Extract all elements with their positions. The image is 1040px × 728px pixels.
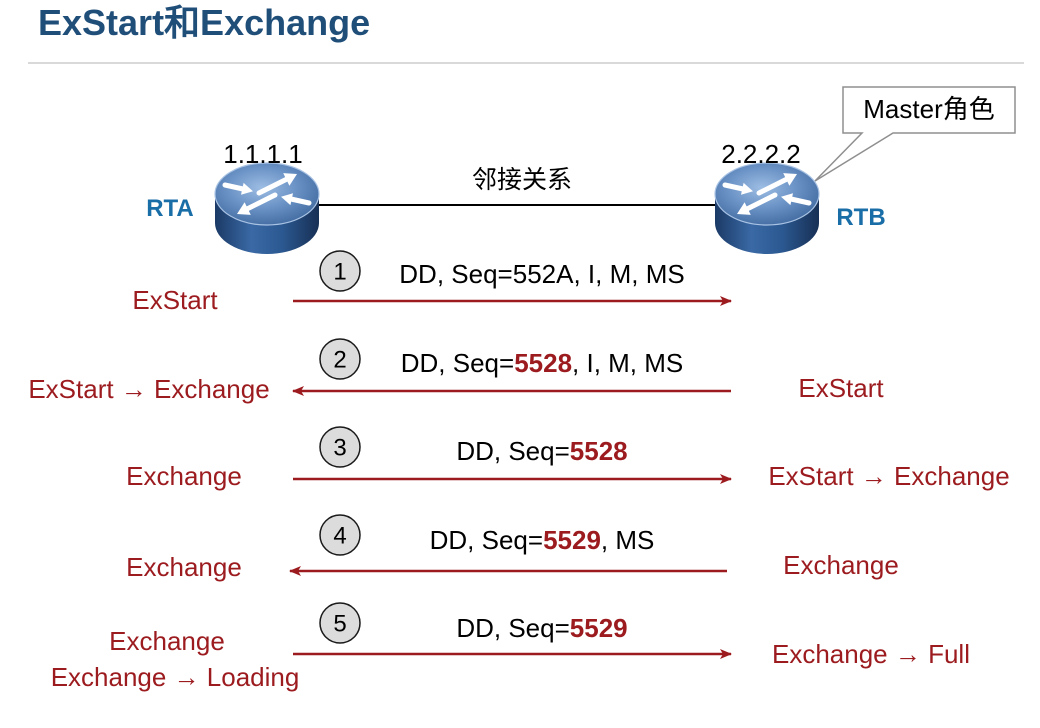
adjacency-label: 邻接关系 [471, 166, 572, 194]
rta-state-step-3: Exchange [126, 461, 242, 491]
dd-seq-number: 5529 [569, 613, 628, 643]
dd-message-prefix: DD, Seq= [400, 348, 515, 378]
dd-message-step-3: DD, Seq=5528 [342, 433, 742, 469]
rtb-router-icon [713, 161, 821, 257]
dd-seq-number: 5528 [514, 348, 573, 378]
dd-seq-number: 5528 [569, 436, 628, 466]
rtb-state-step-3: ExStart → Exchange [768, 461, 1010, 491]
master-callout-box [814, 86, 1016, 182]
master-callout-text: Master角色 [863, 94, 995, 124]
dd-message-prefix: DD, Seq= [429, 525, 544, 555]
rta-router-id: 1.1.1.1 [223, 139, 303, 169]
rta-label: RTA [146, 195, 194, 222]
step-badge-5: 5 [319, 602, 361, 644]
step-number-3: 3 [333, 435, 346, 462]
dd-message-prefix: DD, Seq= [399, 259, 513, 289]
rta-state-step-4: Exchange [126, 552, 242, 582]
dd-message-prefix: DD, Seq= [456, 613, 570, 643]
step-number-1: 1 [333, 259, 346, 286]
step-badge-1: 1 [319, 250, 361, 292]
rta-state-step-5-line-2: Exchange → Loading [50, 662, 300, 692]
dd-message-step-2: DD, Seq=5528, I, M, MS [342, 345, 742, 381]
dd-message-flags: , I, M, MS [572, 348, 684, 378]
dd-message-step-4: DD, Seq=5529, MS [342, 522, 742, 558]
rta-router-icon [213, 161, 321, 257]
dd-message-flags: , MS [600, 525, 655, 555]
rta-state-step-2: ExStart → Exchange [28, 374, 270, 404]
rta-state-step-1: ExStart [132, 285, 218, 315]
dd-message-prefix: DD, Seq= [456, 436, 570, 466]
dd-message-flags: , I, M, MS [573, 259, 685, 289]
dd-seq-number: 552A [512, 259, 574, 289]
step-number-2: 2 [333, 347, 346, 374]
slide-title: ExStart和Exchange [38, 2, 371, 43]
rtb-router-id: 2.2.2.2 [721, 139, 801, 169]
step-badge-4: 4 [319, 514, 361, 556]
dd-message-step-5: DD, Seq=5529 [342, 610, 742, 646]
step-number-4: 4 [333, 523, 346, 550]
rtb-label: RTB [836, 204, 886, 231]
step-number-5: 5 [333, 611, 346, 638]
rtb-state-step-4: Exchange [783, 550, 899, 580]
rta-state-step-5-line-1: Exchange [109, 626, 225, 656]
step-badge-3: 3 [319, 426, 361, 468]
rtb-state-step-5: Exchange → Full [772, 639, 970, 669]
step-badge-2: 2 [319, 338, 361, 380]
rtb-state-step-2: ExStart [798, 373, 884, 403]
dd-message-step-1: DD, Seq=552A, I, M, MS [342, 256, 742, 292]
dd-seq-number: 5529 [543, 525, 601, 555]
